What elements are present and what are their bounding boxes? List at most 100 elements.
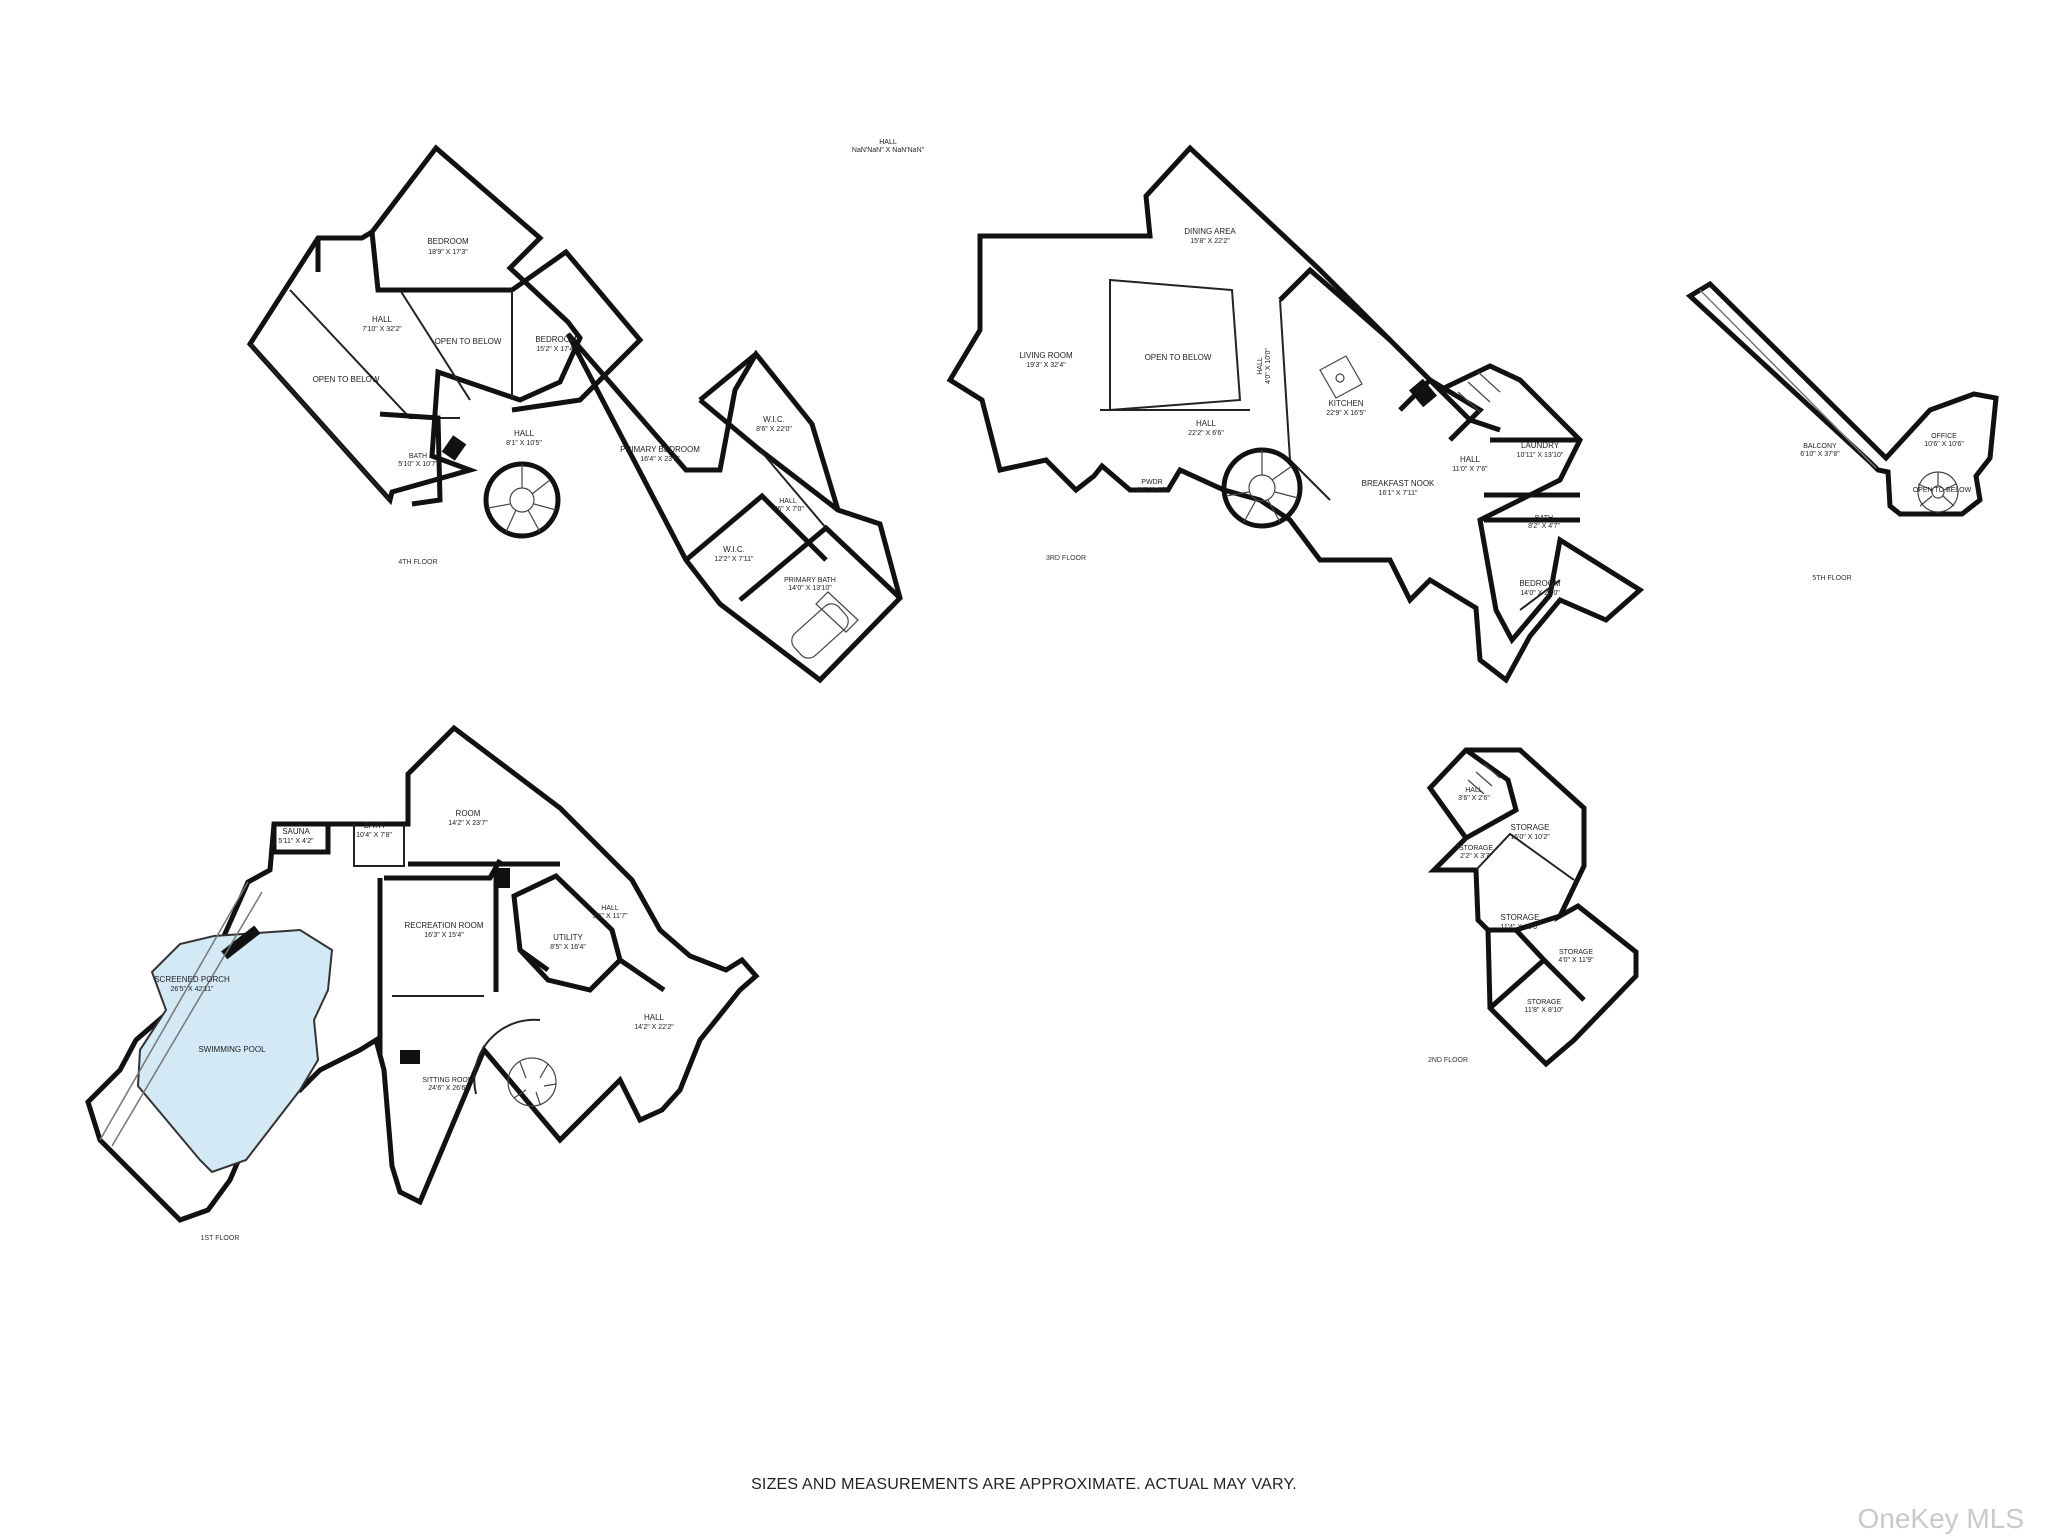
room-dim: 16'1" X 7'11": [1378, 490, 1418, 497]
floor-4th-labels: BEDROOM 18'9" X 17'3" HALL 7'10" X 32'2"…: [313, 237, 836, 592]
floor-label: 4TH FLOOR: [398, 559, 437, 566]
room-name: BEDROOM: [1519, 579, 1561, 588]
room-dim: 14'2" X 23'7": [448, 820, 488, 827]
room-name: BALCONY: [1803, 443, 1837, 450]
floor-label: 5TH FLOOR: [1812, 575, 1851, 582]
room-name: HALL: [1465, 787, 1483, 794]
room-name: BATH: [409, 453, 427, 460]
room-dim: 10'6" X 10'6": [1924, 441, 1964, 448]
room-name: RECREATION ROOM: [405, 921, 484, 930]
floor-5th-labels: BALCONY 6'10" X 37'8" OFFICE 10'6" X 10'…: [1800, 433, 1971, 582]
room-dim: 8'6" X 22'0": [756, 426, 792, 433]
room-name: LIVING ROOM: [1019, 351, 1073, 360]
room-dim: 6'10" X 37'8": [1800, 451, 1840, 458]
room-dim: 12'2" X 7'11": [714, 556, 754, 563]
room-name: BEDROOM: [535, 335, 577, 344]
room-name: PRIMARY BEDROOM: [620, 445, 700, 454]
room-dim: 11'4" X 10'6": [1500, 924, 1540, 931]
room-name: HALL: [372, 315, 393, 324]
room-dim: 18'9" X 17'3": [428, 249, 468, 256]
room-name: OPEN TO BELOW: [435, 337, 502, 346]
room-dim: 8'2" X 4'7": [1528, 523, 1560, 530]
room-dim: 8'1" X 10'5": [506, 440, 542, 447]
floor-5th: [1685, 280, 1999, 517]
room-dim: 8'5" X 16'4": [550, 944, 586, 951]
room-name: HALL: [779, 498, 797, 505]
floor-1st-labels: SAUNA 5'11" X 4'2" BATH 10'4" X 7'8" ROO…: [154, 809, 674, 1242]
room-name: SCREENED PORCH: [154, 975, 230, 984]
brand-watermark: OneKey MLS: [1857, 1503, 2024, 1534]
room-dim: 15'8" X 22'2": [1190, 238, 1230, 245]
room-name: W.I.C.: [723, 545, 745, 554]
room-name: OPEN TO BELOW: [1145, 353, 1212, 362]
room-name: SITTING ROOM: [422, 1077, 474, 1084]
room-dim: 3'6" X 2'6": [1458, 795, 1490, 802]
room-dim: 3'6" X 11'7": [592, 913, 628, 920]
hall-annotation: HALL NaN'NaN" X NaN'NaN": [852, 139, 925, 154]
room-dim: 5'11" X 4'2": [278, 838, 314, 845]
room-dim: 10'4" X 7'8": [356, 832, 392, 839]
room-name: SAUNA: [282, 827, 310, 836]
room-dim: 2'2" X 3'7": [1460, 853, 1492, 860]
room-dim: 10'11" X 13'10": [1517, 452, 1564, 459]
room-dim: 5'10" X 10'7": [398, 461, 438, 468]
room-name: OPEN TO BELOW: [1913, 487, 1972, 494]
room-dim: 11'8" X 8'10": [1524, 1007, 1564, 1014]
room-name: STORAGE: [1501, 913, 1540, 922]
room-name: UTILITY: [553, 933, 583, 942]
room-name: DINING AREA: [1184, 227, 1236, 236]
room-dim: 14'0" X 20'0": [1520, 590, 1560, 597]
floor-label: 1ST FLOOR: [201, 1235, 240, 1242]
room-name: BATH: [364, 821, 385, 830]
room-dim: 16'3" X 15'4": [424, 932, 464, 939]
room-name: W.I.C.: [763, 415, 785, 424]
room-dim: 22'2" X 6'6": [1188, 430, 1224, 437]
room-dim: 24'6" X 26'6": [428, 1085, 468, 1092]
room-name: PWDR: [1141, 479, 1162, 486]
floor-1st: [85, 724, 760, 1223]
room-name: HALL: [1196, 419, 1217, 428]
room-name: HALL: [1460, 455, 1481, 464]
room-name: STORAGE: [1459, 845, 1493, 852]
room-dim: 26'5" X 42'11": [171, 986, 214, 993]
floor-4th: [246, 144, 903, 684]
room-dim: 19'3" X 32'4": [1026, 362, 1066, 369]
floor-label: 3RD FLOOR: [1046, 555, 1086, 562]
room-dim: 4'4" X 4'9": [1136, 487, 1168, 494]
room-name: OPEN TO BELOW: [313, 375, 380, 384]
room-name: BATH: [1535, 515, 1553, 522]
floor-label: 2ND FLOOR: [1428, 1057, 1468, 1064]
floor-3rd-labels: DINING AREA 15'8" X 22'2" LIVING ROOM 19…: [1019, 227, 1564, 597]
room-name: PRIMARY BATH: [784, 577, 836, 584]
floor-3rd: [946, 144, 1645, 684]
room-dim: 3'6" X 7'0": [772, 506, 804, 513]
room-dim: 16'0" X 10'2": [1510, 834, 1550, 841]
room-dim: 14'2" X 22'2": [634, 1024, 674, 1031]
room-dim: 14'0" X 13'10": [788, 585, 832, 592]
room-dim: 4'0" X 11'9": [1558, 957, 1594, 964]
room-name: BREAKFAST NOOK: [1362, 479, 1435, 488]
room-name: HALL: [601, 905, 619, 912]
room-dim: 4'0" X 10'0": [1265, 348, 1272, 384]
room-dim: 22'9" X 16'5": [1326, 410, 1366, 417]
room-dim: 16'4" X 23'1": [640, 456, 680, 463]
room-dim: 11'0" X 7'6": [1452, 466, 1488, 473]
room-name: SWIMMING POOL: [198, 1045, 266, 1054]
room-name: HALL: [514, 429, 535, 438]
room-name: ROOM: [456, 809, 481, 818]
floor-2nd: [1426, 747, 1639, 1068]
room-name: HALL: [1257, 357, 1264, 375]
room-name: LAUNDRY: [1521, 441, 1560, 450]
room-name: KITCHEN: [1328, 399, 1363, 408]
floor-2nd-labels: HALL 3'6" X 2'6" STORAGE 16'0" X 10'2" S…: [1428, 787, 1594, 1064]
room-name: HALL: [879, 139, 897, 146]
room-name: BEDROOM: [427, 237, 469, 246]
room-name: OFFICE: [1931, 433, 1957, 440]
room-name: STORAGE: [1559, 949, 1593, 956]
room-name: STORAGE: [1511, 823, 1550, 832]
room-dim: NaN'NaN" X NaN'NaN": [852, 147, 925, 154]
room-dim: 7'10" X 32'2": [362, 326, 402, 333]
measurement-disclaimer: SIZES AND MEASUREMENTS ARE APPROXIMATE. …: [751, 1476, 1297, 1493]
room-dim: 15'2" X 17'4": [536, 346, 576, 353]
